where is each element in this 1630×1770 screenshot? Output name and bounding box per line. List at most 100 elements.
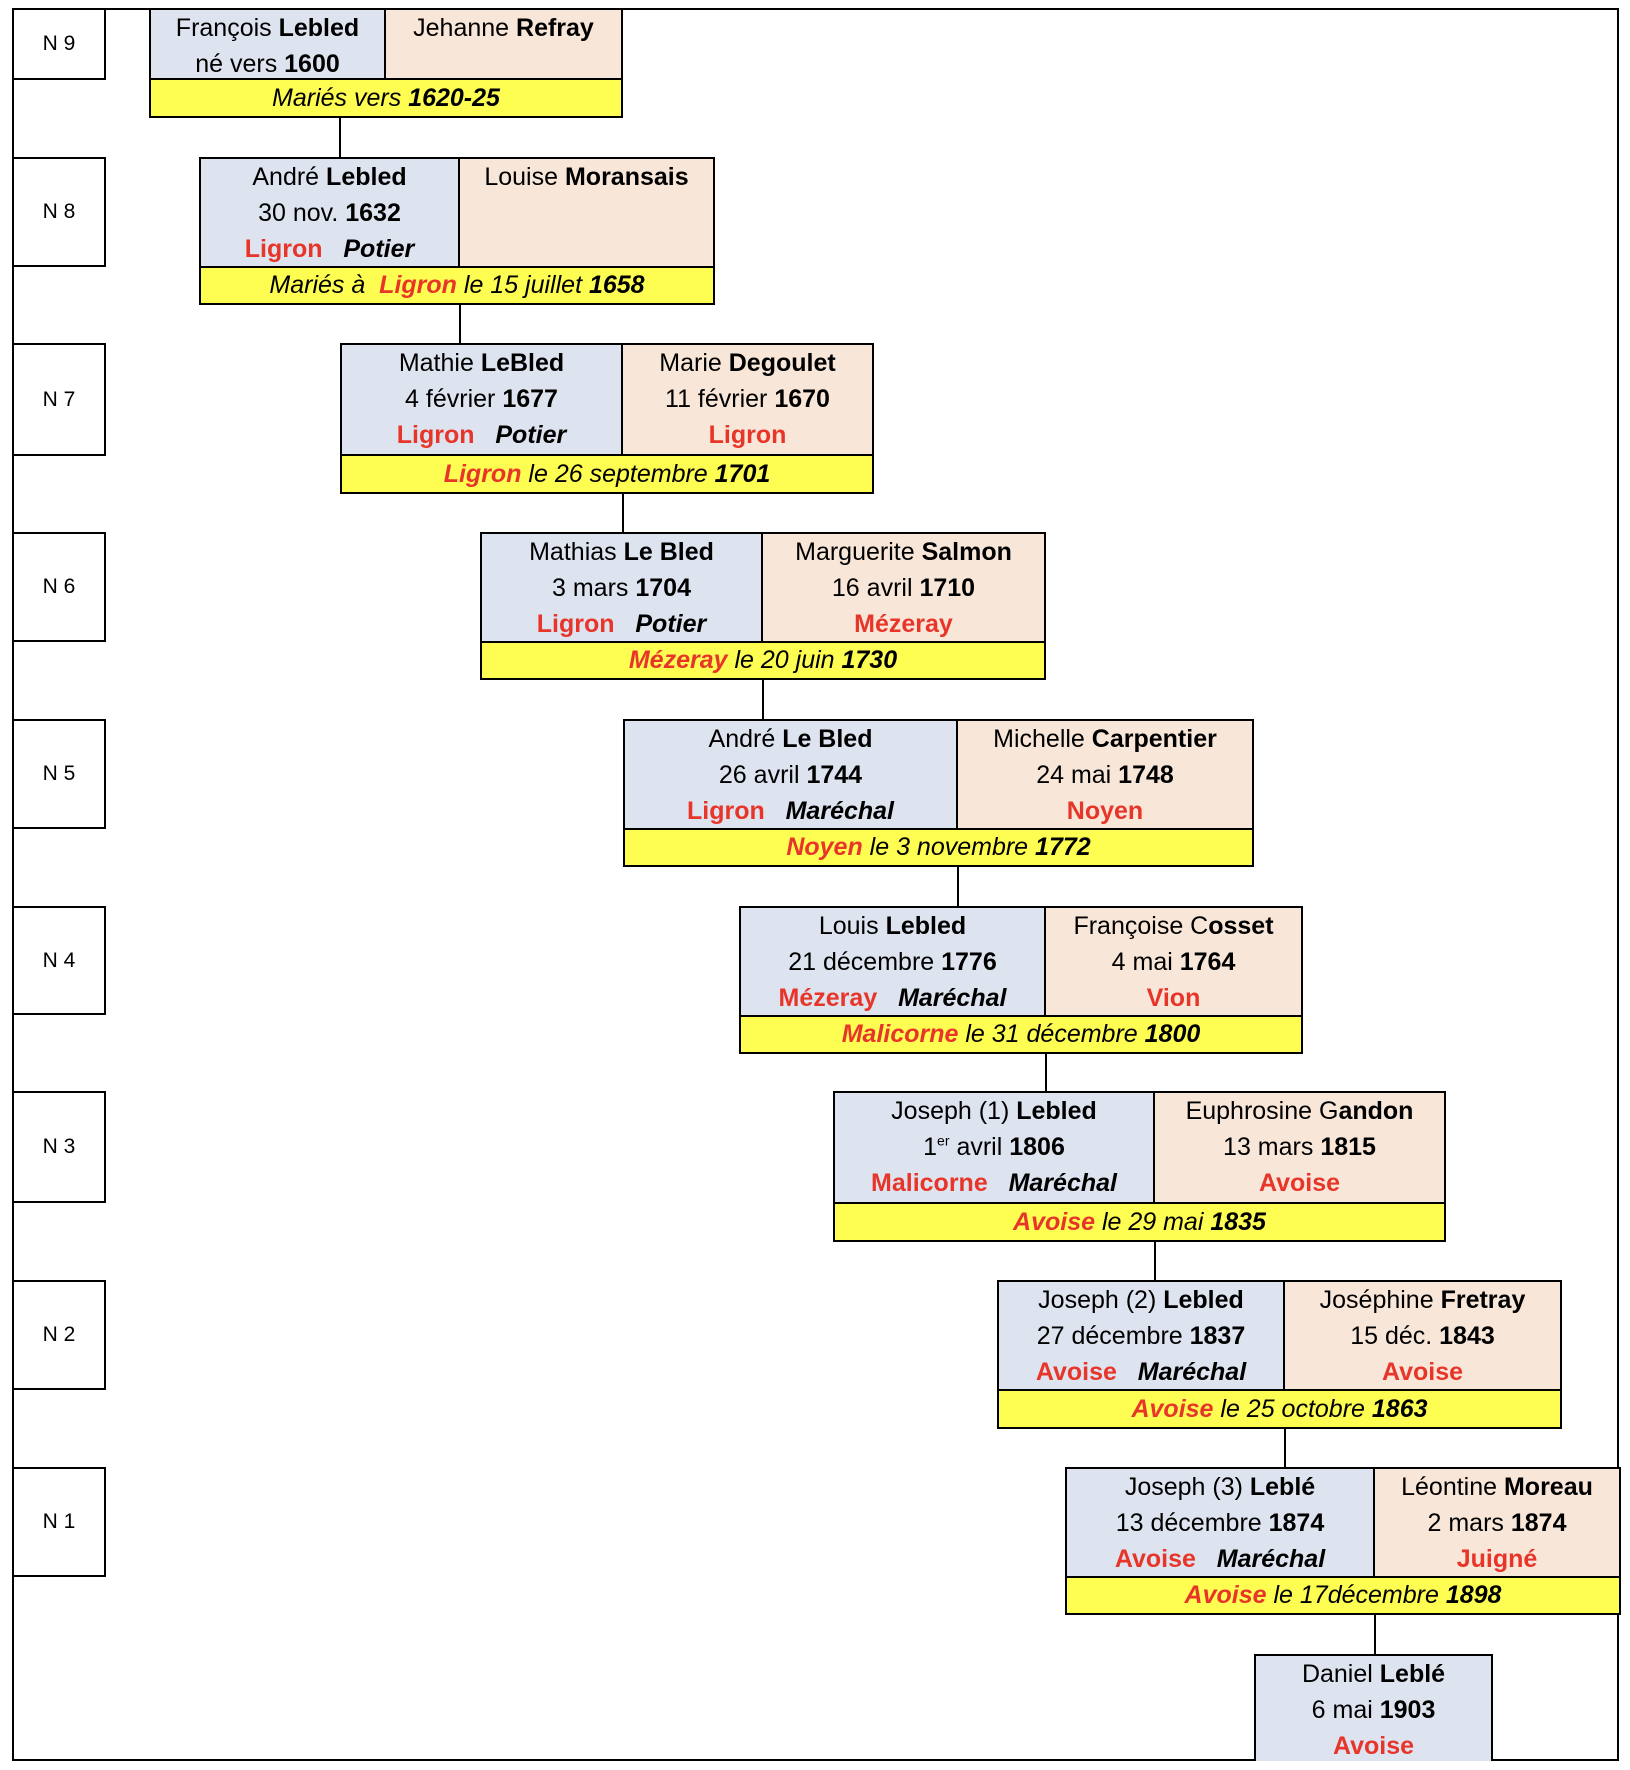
text-run: Leblé [1249, 1473, 1316, 1501]
text-run: 1632 [345, 199, 401, 227]
wife-cell: Louise Moransais [460, 159, 713, 268]
marriage-banner: Noyen le 3 novembre 1772 [625, 828, 1252, 865]
text-run: 1744 [806, 761, 863, 789]
text-run: 26 avril [718, 761, 807, 789]
text-run: André [252, 163, 327, 191]
person-line: 11 février 1670 [623, 381, 872, 417]
text-run: Daniel [1301, 1660, 1380, 1688]
text-run: Carpentier [1091, 725, 1217, 753]
person-line: Joséphine Fretray [1285, 1282, 1560, 1318]
text-run: 1748 [1118, 761, 1174, 789]
text-run: Le Bled [782, 725, 873, 753]
text-run: 1843 [1439, 1322, 1495, 1350]
marriage-banner: Mariés à Ligron le 15 juillet 1658 [201, 266, 713, 303]
place-name: Avoise [1258, 1169, 1341, 1197]
person-line: Daniel Leblé [1256, 1656, 1491, 1692]
text-run: le 17décembre [1266, 1581, 1446, 1609]
generation-label: N 7 [12, 343, 106, 456]
text-run: Degoulet [728, 349, 836, 377]
person-line: 24 mai 1748 [958, 757, 1252, 793]
person-line: André Le Bled [625, 721, 956, 757]
person-line: Louise Moransais [460, 159, 713, 195]
person-line: Marguerite Salmon [763, 534, 1044, 570]
person-line: Avoise Maréchal [1067, 1541, 1373, 1577]
text-run: Louis [818, 912, 886, 940]
text-run: le 25 octobre [1213, 1394, 1372, 1423]
text-run: le 31 décembre [958, 1020, 1145, 1048]
person-line: 6 mai 1903 [1256, 1692, 1491, 1728]
text-run: 11 février [665, 385, 775, 413]
generation-label: N 6 [12, 532, 106, 642]
connector-line [957, 867, 959, 906]
place-name: Avoise [1131, 1394, 1214, 1423]
text-run: 4 février [405, 385, 503, 413]
person-line: Avoise Maréchal [999, 1354, 1283, 1390]
text-run: 27 décembre [1036, 1322, 1190, 1350]
text-run [765, 797, 786, 825]
text-run: 1898 [1445, 1581, 1502, 1609]
person-line: 4 février 1677 [342, 381, 621, 417]
text-run: 15 déc. [1350, 1322, 1440, 1350]
text-run: 1835 [1210, 1207, 1266, 1236]
place-name: Avoise [1013, 1207, 1095, 1236]
generation-label: N 1 [12, 1467, 106, 1577]
text-run: le 20 juin [727, 646, 842, 674]
text-run: andon [1338, 1097, 1414, 1125]
generation-label: N 5 [12, 719, 106, 829]
person-line: 30 nov. 1632 [201, 195, 458, 231]
generation-label: N 2 [12, 1280, 106, 1390]
person-line: Joseph (2) Lebled [999, 1282, 1283, 1318]
marriage-banner: Malicorne le 31 décembre 1800 [741, 1015, 1301, 1052]
text-run [475, 421, 496, 449]
text-run: 1863 [1371, 1394, 1428, 1423]
person-line: Ligron Potier [342, 417, 621, 453]
person-line: Michelle Carpentier [958, 721, 1252, 757]
text-run: Euphrosine G [1185, 1097, 1339, 1125]
text-run: 1874 [1268, 1509, 1325, 1537]
person-line: 2 mars 1874 [1375, 1505, 1619, 1541]
text-run: 1815 [1320, 1133, 1376, 1161]
generation-label: N 3 [12, 1091, 106, 1203]
text-run: Joseph (1) [891, 1097, 1017, 1125]
place-name: Avoise [1114, 1545, 1196, 1573]
place-name: Mézeray [854, 610, 953, 638]
text-run: Louise [484, 163, 565, 191]
text-run: 24 mai [1036, 761, 1119, 789]
text-run: 1670 [774, 385, 830, 413]
text-run: Lebled [885, 912, 967, 940]
connector-line [339, 118, 341, 157]
person-line: Mézeray [763, 606, 1044, 642]
person-line: Mathias Le Bled [482, 534, 761, 570]
person-line: 13 mars 1815 [1155, 1129, 1444, 1165]
text-run [323, 235, 344, 263]
text-run: 1701 [714, 459, 771, 488]
text-run: 1764 [1179, 948, 1236, 976]
text-run [988, 1169, 1009, 1197]
text-run: André [708, 725, 783, 753]
connector-line [1154, 1242, 1156, 1280]
marriage-banner: Avoise le 29 mai 1835 [835, 1202, 1444, 1240]
text-run: Moransais [564, 163, 689, 191]
connector-line [1374, 1615, 1376, 1654]
place-name: Malicorne [841, 1020, 959, 1048]
text-run: le 26 septembre [521, 459, 715, 488]
person-line: Léontine Moreau [1375, 1469, 1619, 1505]
text-run: le 15 juillet [456, 271, 589, 299]
text-run: Mariés à [269, 271, 380, 299]
place-name: Ligron [443, 459, 522, 488]
occupation: Potier [495, 421, 567, 449]
